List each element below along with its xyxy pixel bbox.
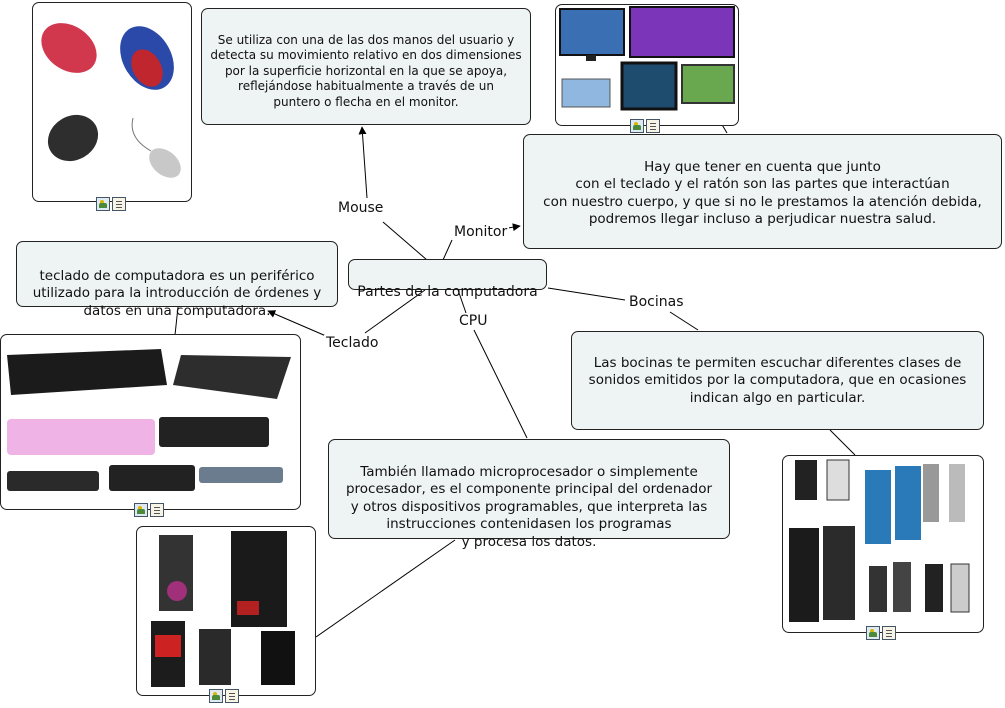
central-topic[interactable]: Partes de la computadora xyxy=(348,259,547,300)
speaker-images xyxy=(789,459,970,622)
link-label-monitor: Monitor xyxy=(452,224,510,240)
mouse-description-text: Se utiliza con una de las dos manos del … xyxy=(210,32,522,109)
image-icon[interactable] xyxy=(134,503,148,517)
bocinas-panel-icons xyxy=(866,626,896,640)
mouse-panel-icons xyxy=(96,197,126,211)
monitor-panel-icons xyxy=(630,119,660,133)
link-label-bocinas: Bocinas xyxy=(627,294,686,310)
cpu-image-panel[interactable] xyxy=(136,526,316,696)
link-label-cpu: CPU xyxy=(457,313,490,329)
monitor-description-text: Hay que tener en cuenta que junto con el… xyxy=(543,158,982,228)
note-icon[interactable] xyxy=(646,119,660,133)
cpu-panel-icons xyxy=(209,689,239,703)
cpu-description[interactable]: También llamado microprocesador o simple… xyxy=(328,439,730,550)
mouse-description[interactable]: Se utiliza con una de las dos manos del … xyxy=(201,8,531,125)
cpu-images xyxy=(151,531,295,687)
monitor-images xyxy=(559,6,735,111)
image-icon[interactable] xyxy=(630,119,644,133)
monitor-description[interactable]: Hay que tener en cuenta que junto con el… xyxy=(523,134,1002,249)
note-icon[interactable] xyxy=(112,197,126,211)
image-icon[interactable] xyxy=(96,197,110,211)
teclado-panel-icons xyxy=(134,503,164,517)
monitor-image-panel[interactable] xyxy=(555,4,739,126)
bocinas-image-panel[interactable] xyxy=(782,455,984,633)
teclado-description[interactable]: teclado de computadora es un periférico … xyxy=(16,241,338,319)
keyboard-images xyxy=(7,349,291,491)
teclado-description-text: teclado de computadora es un periférico … xyxy=(32,267,322,319)
link-label-mouse: Mouse xyxy=(336,200,386,216)
note-icon[interactable] xyxy=(225,689,239,703)
image-icon[interactable] xyxy=(209,689,223,703)
bocinas-description[interactable]: Las bocinas te permiten escuchar diferen… xyxy=(571,331,984,430)
note-icon[interactable] xyxy=(150,503,164,517)
central-topic-label: Partes de la computadora xyxy=(357,284,538,301)
link-label-teclado: Teclado xyxy=(324,335,381,351)
mouse-image-panel[interactable] xyxy=(32,2,192,202)
teclado-image-panel[interactable] xyxy=(0,334,301,510)
note-icon[interactable] xyxy=(882,626,896,640)
cpu-description-text: También llamado microprocesador o simple… xyxy=(345,463,713,550)
mouse-images xyxy=(41,23,181,178)
bocinas-description-text: Las bocinas te permiten escuchar diferen… xyxy=(588,354,967,406)
image-icon[interactable] xyxy=(866,626,880,640)
